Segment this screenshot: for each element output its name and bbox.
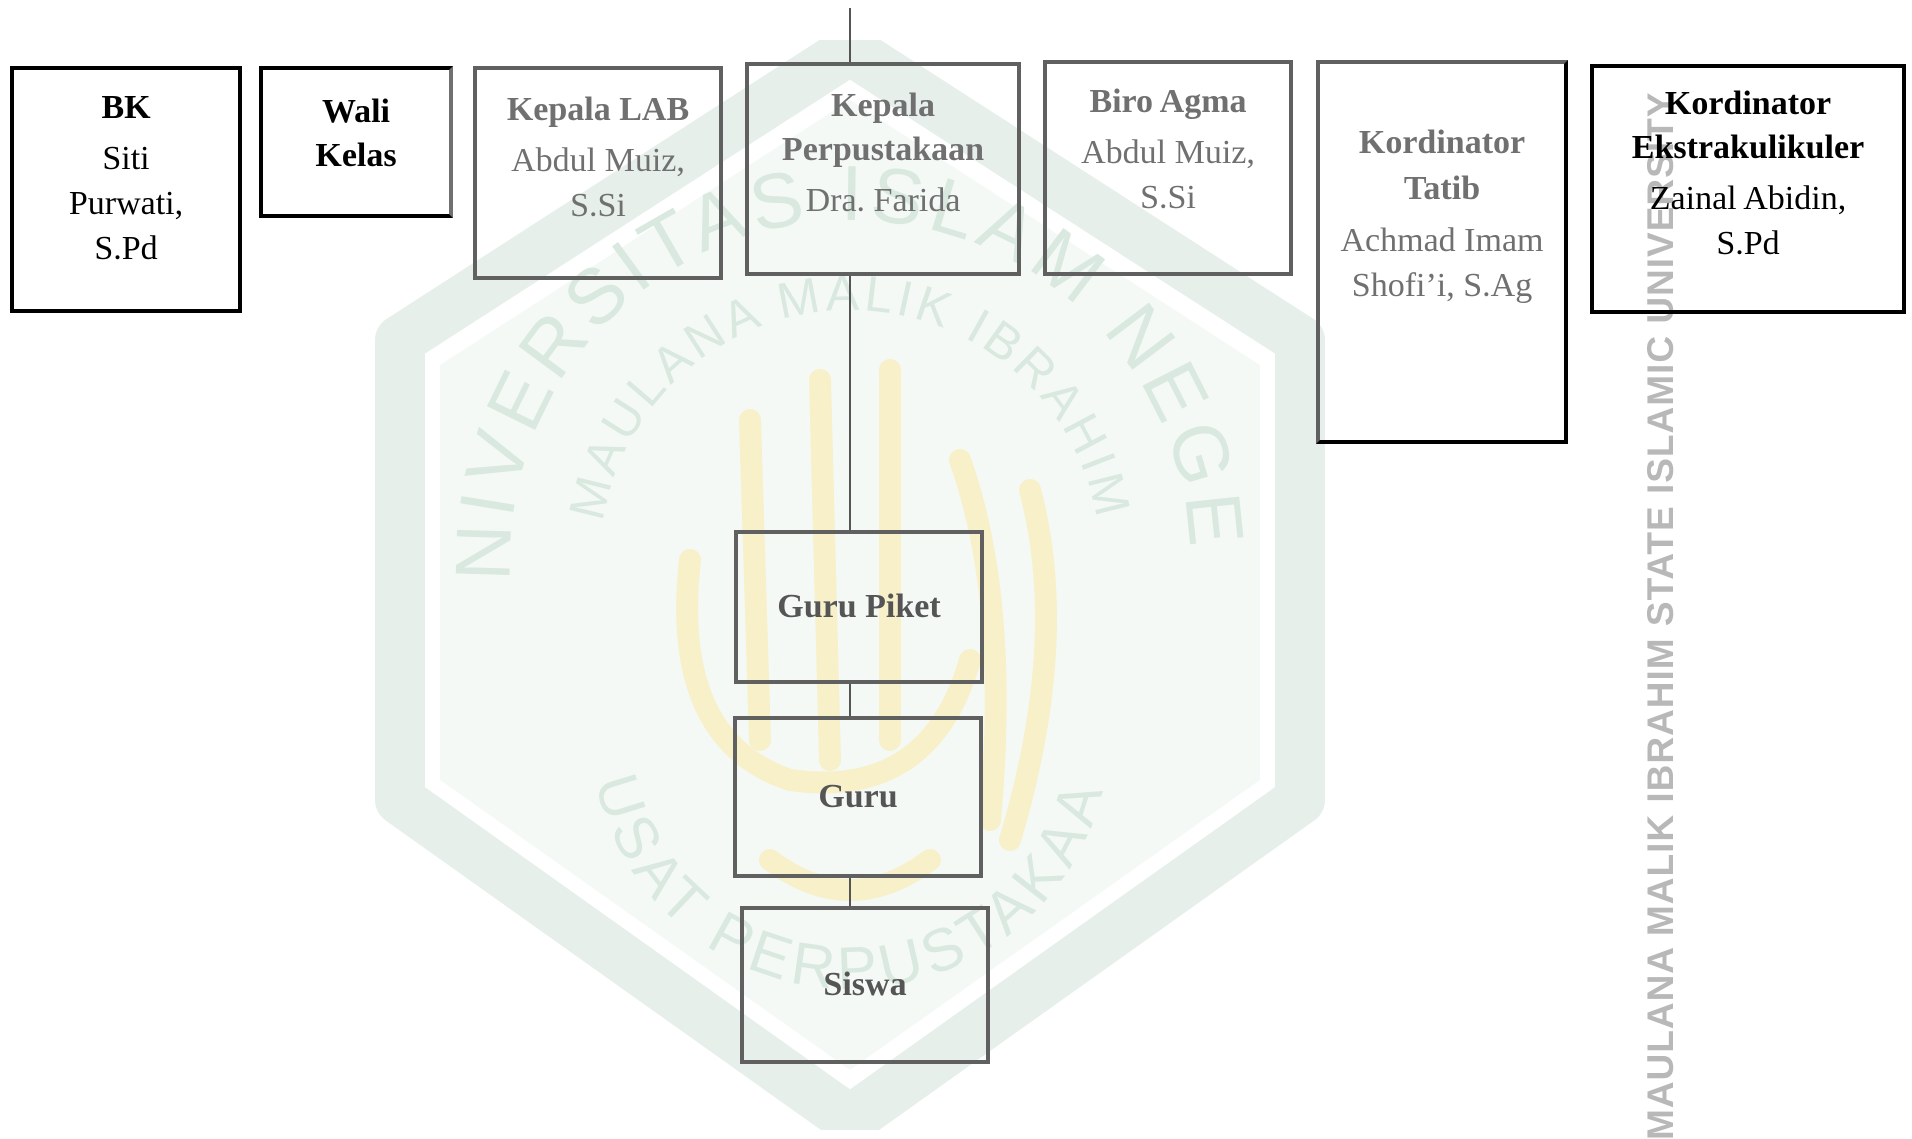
box-kordinator-ekstrakulikuler-person: Zainal Abidin, S.Pd [1649, 180, 1847, 262]
box-kepala-perpustakaan-title: Kepala Perpustakaan [781, 87, 985, 168]
connector-vertical-main [849, 276, 851, 534]
box-kordinator-ekstrakulikuler-title: Kordinator Ekstrakulikuler [1631, 85, 1865, 166]
box-wali-kelas: Wali Kelas [259, 66, 453, 218]
box-guru-title: Guru [818, 778, 898, 815]
box-biro-agma-person: Abdul Muiz, S.Si [1081, 134, 1255, 216]
connector-piket-guru [849, 682, 851, 718]
box-biro-agma: Biro Agma Abdul Muiz, S.Si [1043, 60, 1293, 276]
connector-top [849, 8, 851, 64]
box-siswa-title: Siswa [823, 966, 907, 1003]
box-bk-person: Siti Purwati, S.Pd [68, 140, 184, 267]
box-guru-piket-title: Guru Piket [777, 588, 941, 625]
box-biro-agma-title: Biro Agma [1089, 83, 1247, 120]
box-wali-kelas-title: Wali Kelas [315, 93, 397, 174]
box-siswa: Siswa [740, 906, 990, 1064]
box-kordinator-tatib-title: Kordinator Tatib [1358, 124, 1526, 207]
box-guru-piket: Guru Piket [734, 530, 984, 684]
box-kordinator-ekstrakulikuler: Kordinator Ekstrakulikuler Zainal Abidin… [1590, 64, 1906, 314]
box-kepala-perpustakaan-person: Dra. Farida [805, 182, 961, 219]
box-kepala-perpustakaan: Kepala Perpustakaan Dra. Farida [745, 62, 1021, 276]
box-bk-title: BK [101, 89, 151, 126]
box-bk: BK Siti Purwati, S.Pd [10, 66, 242, 313]
box-kepala-lab-person: Abdul Muiz, S.Si [511, 142, 685, 224]
box-kepala-lab-title: Kepala LAB [506, 91, 690, 128]
box-guru: Guru [733, 716, 983, 878]
box-kepala-lab: Kepala LAB Abdul Muiz, S.Si [473, 66, 723, 280]
connector-guru-siswa [849, 876, 851, 910]
box-kordinator-tatib-person: Achmad Imam Shofi’i, S.Ag [1340, 222, 1544, 304]
box-kordinator-tatib: Kordinator Tatib Achmad Imam Shofi’i, S.… [1316, 60, 1568, 444]
